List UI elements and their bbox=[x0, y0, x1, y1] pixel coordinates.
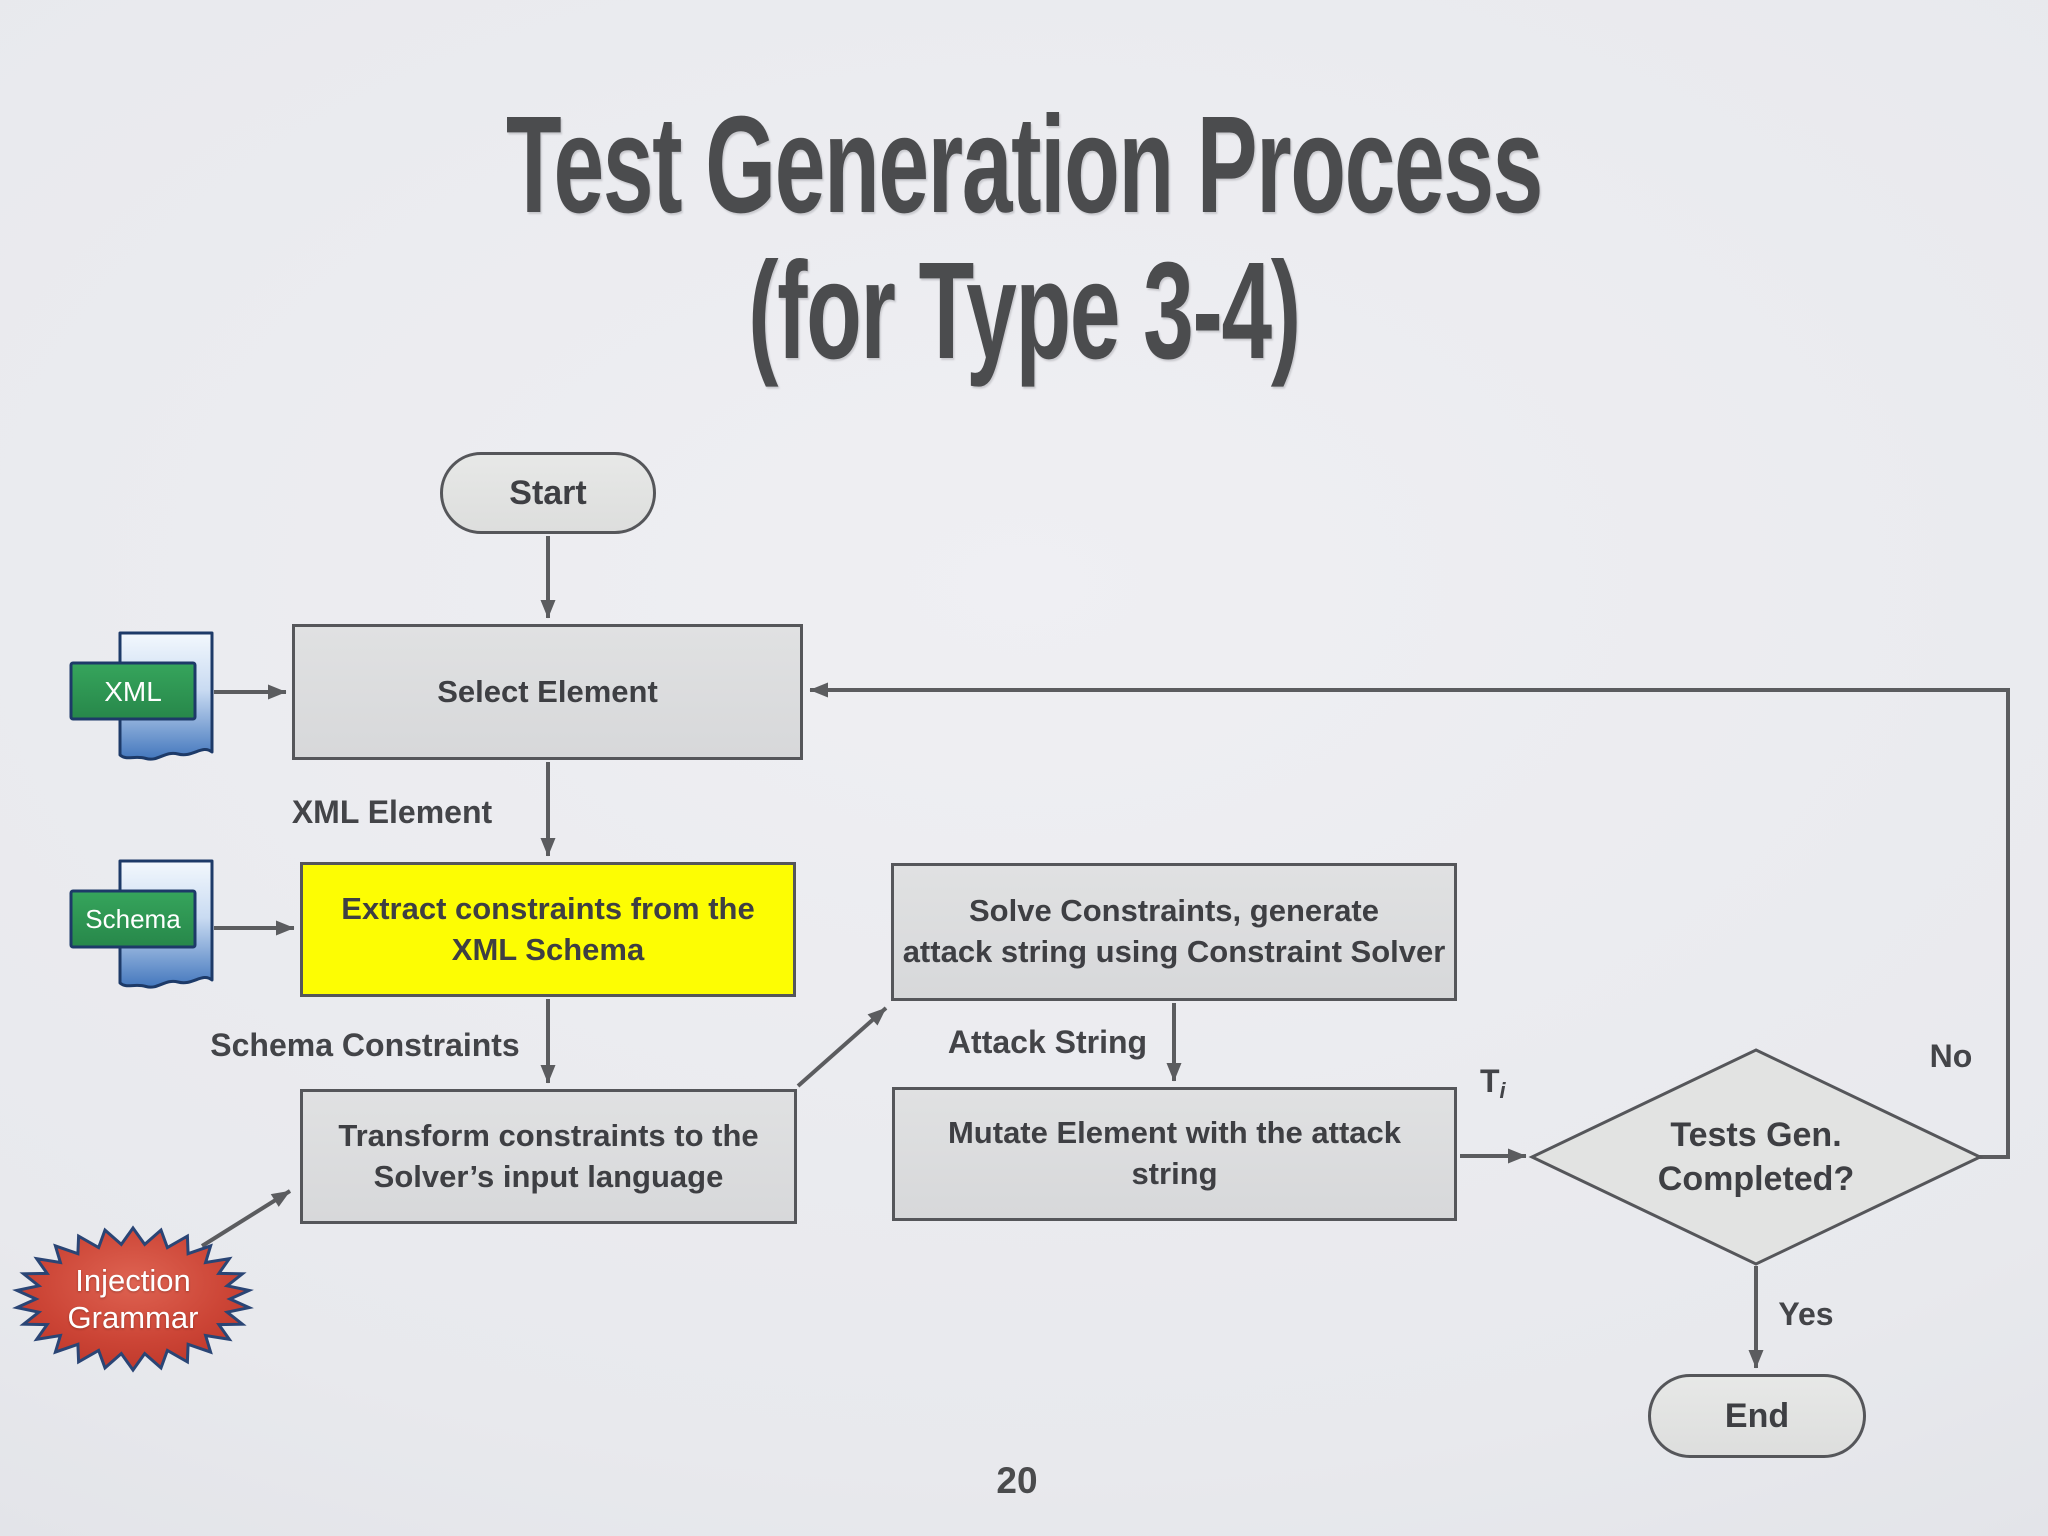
decision-diamond-shape bbox=[1528, 1048, 1984, 1266]
schema-document-icon: Schema bbox=[69, 859, 214, 989]
edge-label-ti: Ti bbox=[1480, 1063, 1506, 1104]
node-decision-label: Tests Gen. Completed? bbox=[1657, 1115, 1855, 1198]
node-select-element: Select Element bbox=[292, 624, 803, 760]
node-transform-constraints: Transform constraints to the Solver’s in… bbox=[300, 1089, 797, 1224]
slide-title: Test Generation Process (for Type 3-4) bbox=[348, 92, 1700, 385]
node-mutate-element: Mutate Element with the attack string bbox=[892, 1087, 1457, 1221]
edge-transform-to-solve bbox=[796, 1006, 888, 1088]
edge-label-attack-string: Attack String bbox=[947, 1024, 1148, 1060]
xml-document-icon: XML bbox=[69, 631, 214, 761]
document-label-plate bbox=[69, 889, 197, 949]
node-start: Start bbox=[440, 452, 656, 534]
node-extract-constraints: Extract constraints from the XML Schema bbox=[300, 862, 796, 997]
document-label-plate bbox=[69, 661, 197, 721]
node-end: End bbox=[1648, 1374, 1866, 1458]
slide-title-line1: Test Generation Process bbox=[505, 88, 1543, 242]
xml-document-label: XML bbox=[104, 676, 162, 707]
schema-document-label: Schema bbox=[85, 904, 181, 934]
edge-label-yes: Yes bbox=[1778, 1296, 1834, 1332]
slide-title-line2: (for Type 3-4) bbox=[748, 234, 1301, 389]
page-number: 20 bbox=[996, 1460, 1038, 1501]
ti-subscript: i bbox=[1499, 1078, 1506, 1104]
edge-label-schema-constraints: Schema Constraints bbox=[210, 1027, 520, 1063]
injection-grammar-starburst-icon bbox=[12, 1225, 254, 1373]
edge-decision-no-loop-to-select bbox=[809, 682, 2010, 1159]
edge-grammar-to-transform bbox=[200, 1189, 292, 1248]
edge-label-no: No bbox=[1929, 1038, 1973, 1074]
node-decision-diamond bbox=[1528, 1048, 1984, 1266]
starburst-shape bbox=[12, 1225, 254, 1373]
ti-base: T bbox=[1480, 1063, 1500, 1099]
node-solve-constraints: Solve Constraints, generate attack strin… bbox=[891, 863, 1457, 1001]
edge-label-xml-element: XML Element bbox=[291, 794, 493, 830]
injection-grammar-label: Injection Grammar bbox=[67, 1262, 199, 1335]
